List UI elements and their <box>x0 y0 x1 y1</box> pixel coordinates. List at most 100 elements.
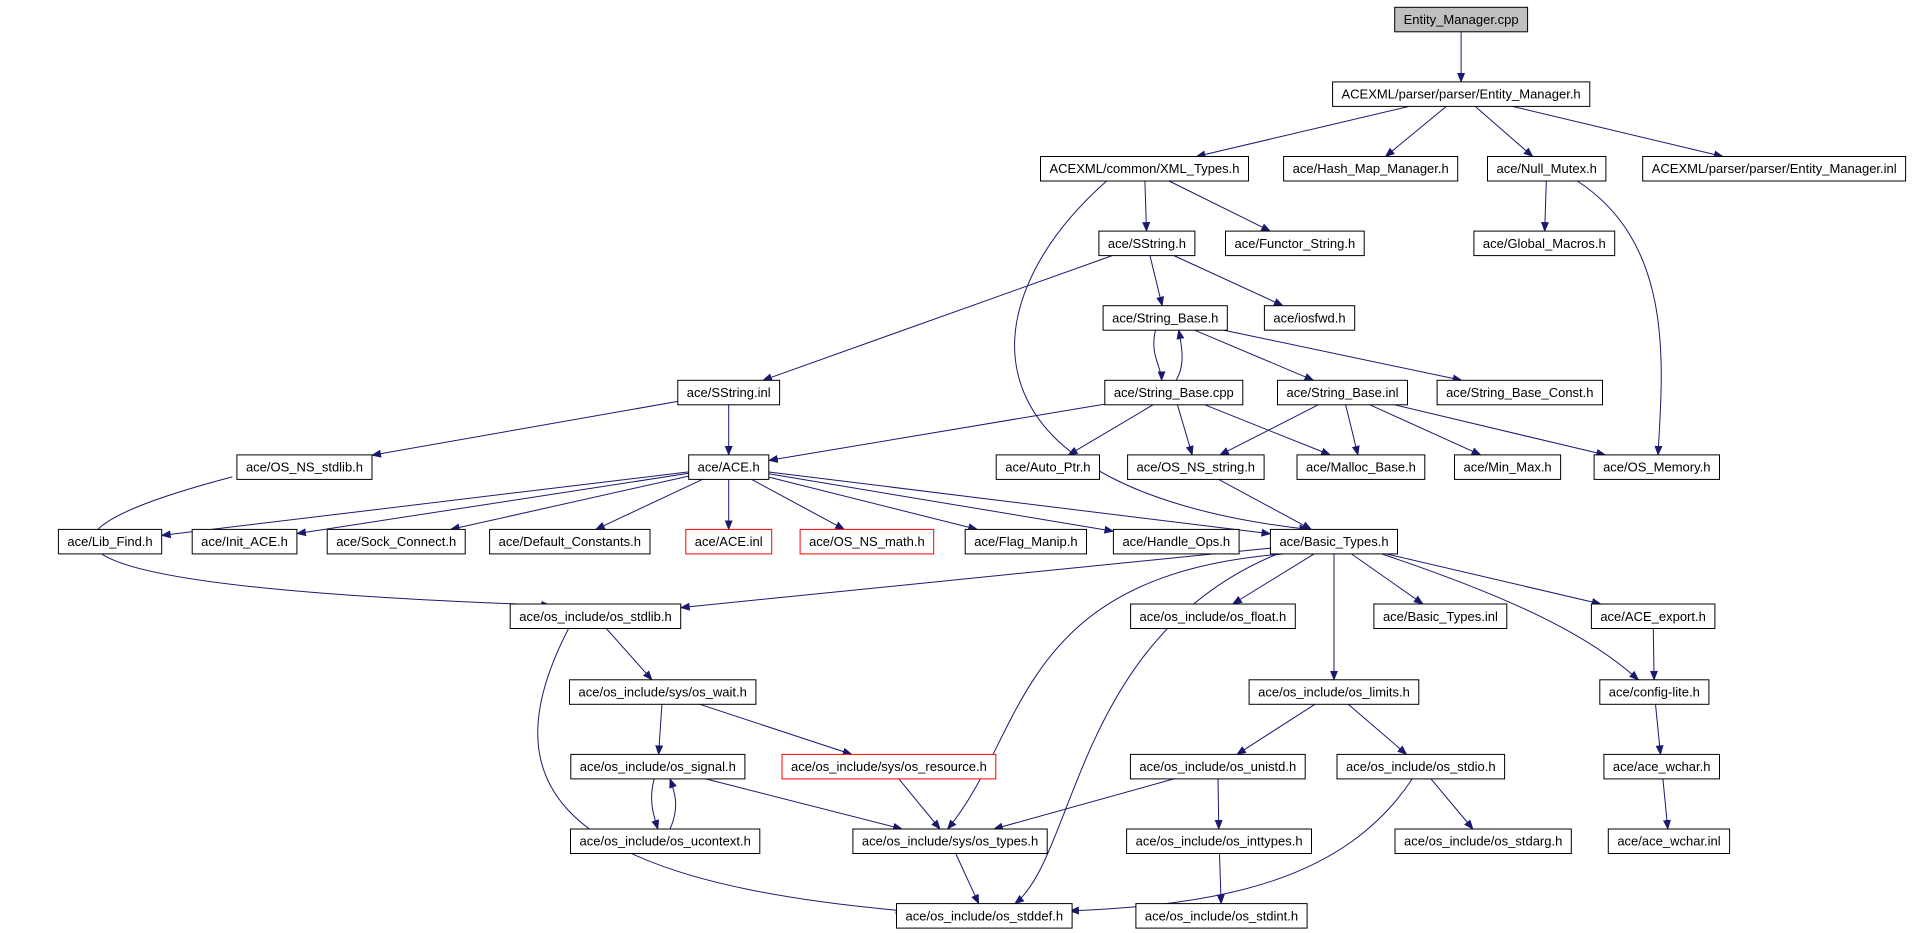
graph-node[interactable]: ace/ace_wchar.h <box>1603 753 1721 780</box>
graph-node[interactable]: ace/iosfwd.h <box>1263 305 1356 331</box>
graph-node[interactable]: ace/config-lite.h <box>1599 679 1710 705</box>
graph-node[interactable]: ace/Min_Max.h <box>1454 454 1562 480</box>
graph-node[interactable]: ace/Flag_Manip.h <box>964 528 1088 555</box>
dependency-edge <box>651 778 660 830</box>
graph-node[interactable]: ace/os_include/os_stdlib.h <box>509 603 682 629</box>
graph-node[interactable]: ace/String_Base.h <box>1102 305 1228 331</box>
graph-node[interactable]: ace/Init_ACE.h <box>191 528 298 555</box>
node-label: ace/Global_Macros.h <box>1483 236 1606 251</box>
graph-node[interactable]: ace/os_include/os_stdio.h <box>1336 753 1506 780</box>
graph-node[interactable]: ace/os_include/os_stddef.h <box>896 903 1073 929</box>
graph-node[interactable]: ace/Basic_Types.inl <box>1373 603 1508 629</box>
node-label: ace/Basic_Types.inl <box>1383 609 1498 624</box>
node-box <box>995 454 1101 480</box>
dependency-edge <box>1236 703 1316 755</box>
node-label: ace/os_include/os_stdarg.h <box>1404 834 1562 849</box>
node-label: ace/Min_Max.h <box>1464 460 1552 475</box>
graph-node[interactable]: ace/Hash_Map_Manager.h <box>1283 156 1459 182</box>
graph-node[interactable]: ace/OS_Memory.h <box>1593 454 1720 480</box>
graph-node[interactable]: ace/os_include/os_ucontext.h <box>570 828 761 854</box>
graph-node[interactable]: ace/os_include/sys/os_wait.h <box>569 679 757 705</box>
dependency-edge <box>1655 704 1664 756</box>
node-box <box>852 828 1048 854</box>
dependency-edge <box>669 777 677 830</box>
nodes-layer: Entity_Manager.cppACEXML/parser/parser/E… <box>57 6 1907 929</box>
dependency-edge <box>992 778 1175 831</box>
dependency-edge <box>1216 853 1225 905</box>
graph-node[interactable]: ace/Sock_Connect.h <box>326 528 466 555</box>
dependency-edge <box>1195 105 1410 159</box>
graph-node[interactable]: ace/os_include/sys/os_types.h <box>852 828 1048 854</box>
dependency-edge <box>1223 329 1463 383</box>
node-box <box>1112 528 1240 555</box>
graph-node[interactable]: ace/os_include/os_stdarg.h <box>1394 828 1572 854</box>
node-box <box>489 528 651 555</box>
graph-node[interactable]: ace/Null_Mutex.h <box>1487 156 1607 182</box>
graph-node[interactable]: ace/os_include/os_signal.h <box>570 753 746 780</box>
node-label: ace/ace_wchar.inl <box>1617 834 1720 849</box>
graph-node[interactable]: ace/os_include/os_limits.h <box>1248 679 1420 705</box>
graph-node[interactable]: ace/Default_Constants.h <box>489 528 651 555</box>
graph-node[interactable]: ace/OS_NS_string.h <box>1127 454 1265 480</box>
graph-node[interactable]: ace/os_include/os_stdint.h <box>1135 903 1308 929</box>
node-box <box>1436 379 1603 406</box>
graph-node[interactable]: ace/ACE.inl <box>685 528 773 555</box>
graph-node[interactable]: ace/SString.h <box>1098 230 1196 257</box>
graph-node[interactable]: ace/OS_NS_math.h <box>799 528 935 555</box>
graph-node[interactable]: ace/OS_NS_stdlib.h <box>236 454 373 480</box>
graph-node[interactable]: ace/ACE_export.h <box>1590 603 1716 629</box>
graph-node[interactable]: ace/String_Base.cpp <box>1104 379 1244 406</box>
graph-node[interactable]: ace/Lib_Find.h <box>57 528 163 555</box>
node-box <box>1135 903 1308 929</box>
node-label: ace/Handle_Ops.h <box>1122 534 1230 549</box>
node-box <box>799 528 935 555</box>
node-label: ace/os_include/os_ucontext.h <box>580 834 751 849</box>
node-label: ace/os_include/os_stddef.h <box>906 908 1064 923</box>
dependency-edge <box>1345 404 1360 456</box>
dependency-edge <box>594 478 703 530</box>
graph-node[interactable]: ace/String_Base_Const.h <box>1436 379 1603 406</box>
node-box <box>1473 230 1616 257</box>
graph-node[interactable]: ACEXML/parser/parser/Entity_Manager.inl <box>1642 156 1907 182</box>
node-label: ace/os_include/os_stdint.h <box>1145 908 1298 923</box>
node-box <box>1454 454 1562 480</box>
node-box <box>685 528 773 555</box>
dependency-edge <box>449 475 689 532</box>
graph-node[interactable]: ace/SString.inl <box>677 379 781 406</box>
node-box <box>509 603 682 629</box>
graph-node[interactable]: ace/Handle_Ops.h <box>1112 528 1240 555</box>
dependency-edge <box>768 471 1272 537</box>
dependency-edge <box>1204 404 1332 456</box>
graph-node[interactable]: ace/Auto_Ptr.h <box>995 454 1101 480</box>
graph-node[interactable]: Entity_Manager.cpp <box>1394 6 1529 33</box>
node-label: ace/String_Base.cpp <box>1114 385 1234 400</box>
dependency-edge <box>1153 329 1166 382</box>
node-label: ace/OS_NS_math.h <box>809 534 925 549</box>
graph-node[interactable]: ace/os_include/sys/os_resource.h <box>781 753 997 780</box>
graph-node[interactable]: ace/ace_wchar.inl <box>1607 828 1731 854</box>
graph-node[interactable]: ace/Basic_Types.h <box>1269 528 1399 555</box>
node-box <box>1283 156 1459 182</box>
dependency-edge <box>537 628 906 915</box>
dependency-edge <box>1067 404 1154 456</box>
node-label: ace/SString.inl <box>687 385 771 400</box>
graph-node[interactable]: ACEXML/parser/parser/Entity_Manager.h <box>1332 81 1591 107</box>
graph-node[interactable]: ace/String_Base.inl <box>1277 379 1408 406</box>
graph-node[interactable]: ace/ACE.h <box>688 454 770 480</box>
graph-node[interactable]: ACEXML/common/XML_Types.h <box>1040 156 1249 182</box>
dependency-edge <box>751 478 846 530</box>
graph-node[interactable]: ace/Malloc_Base.h <box>1296 454 1426 480</box>
graph-node[interactable]: ace/os_include/os_unistd.h <box>1129 753 1306 780</box>
graph-node[interactable]: ace/Functor_String.h <box>1225 230 1365 257</box>
dependency-edge <box>1512 105 1724 159</box>
dependency-edge <box>1231 553 1315 605</box>
dependency-edge <box>1381 553 1640 681</box>
node-box <box>569 679 757 705</box>
node-box <box>1590 603 1716 629</box>
graph-node[interactable]: ace/os_include/os_inttypes.h <box>1126 828 1312 854</box>
graph-node[interactable]: ace/os_include/os_float.h <box>1130 603 1296 629</box>
node-box <box>1373 603 1508 629</box>
graph-node[interactable]: ace/Global_Macros.h <box>1473 230 1616 257</box>
dependency-edge <box>1384 106 1447 158</box>
